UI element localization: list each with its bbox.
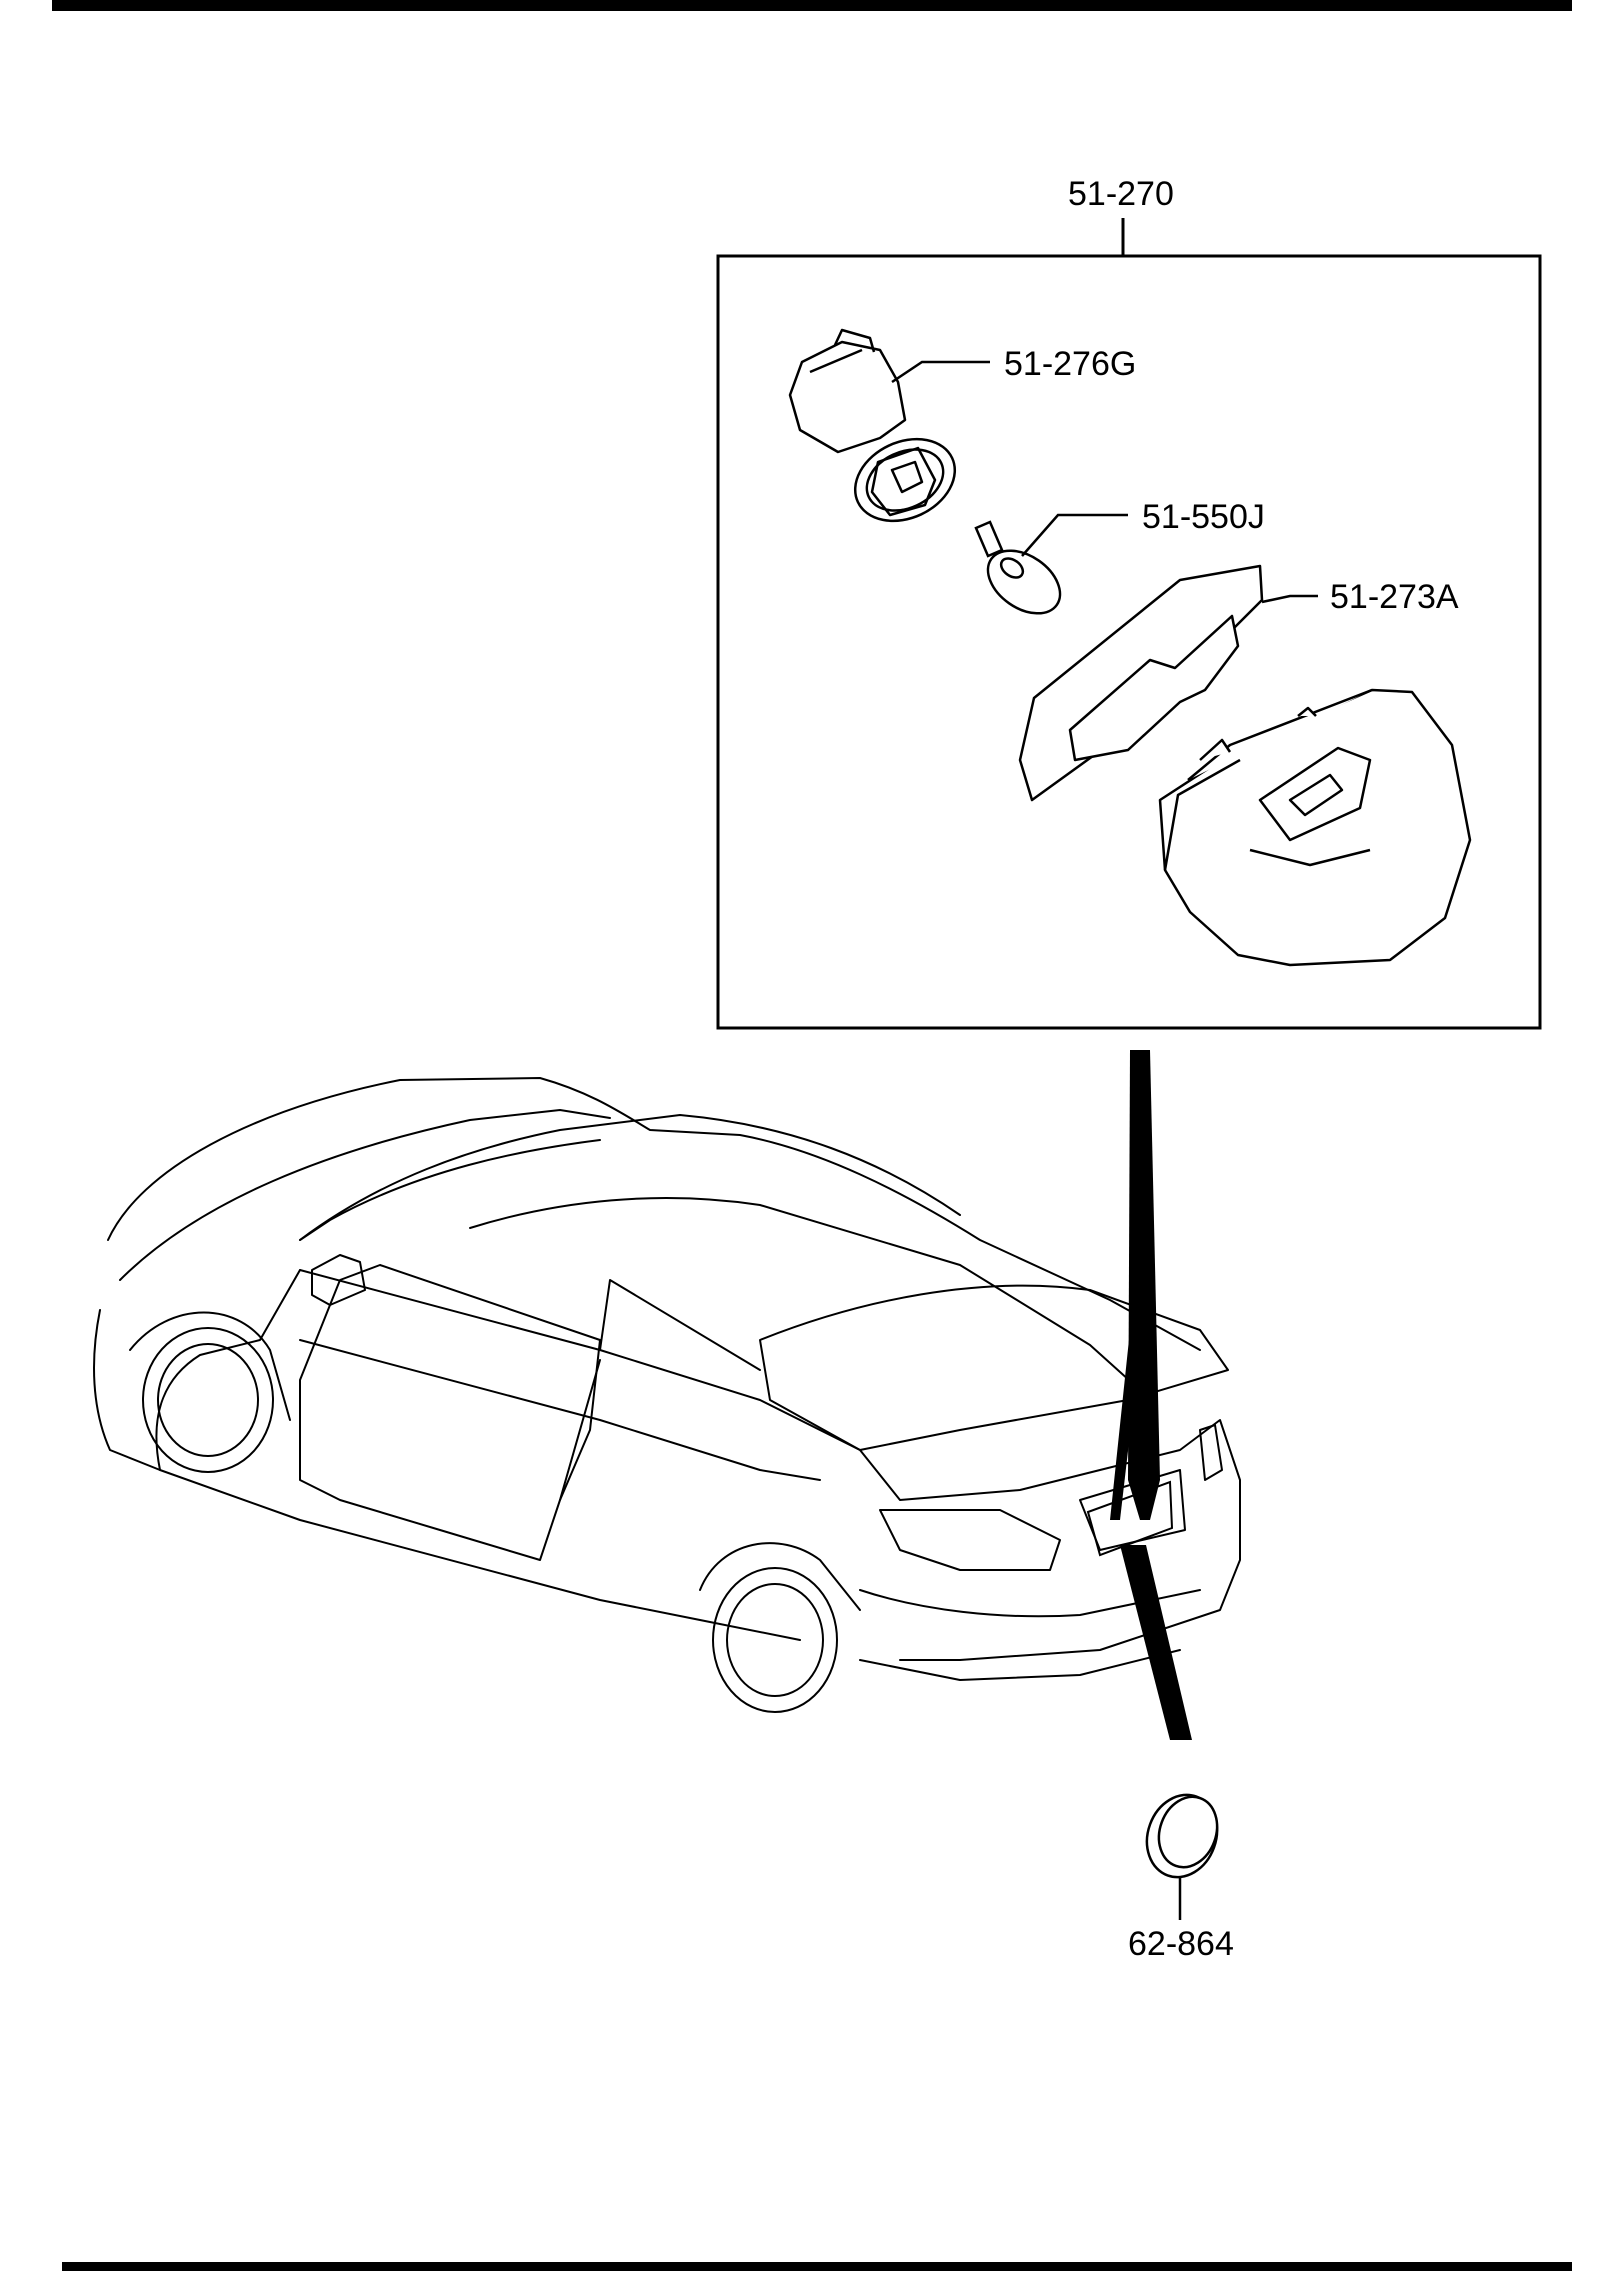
callout-assembly: 51-270	[1068, 175, 1174, 213]
leader-band-to-lamp	[1128, 1050, 1160, 1520]
bulb-socket	[788, 328, 957, 523]
callout-bulb: 51-550J	[1142, 498, 1265, 536]
leader-bulb	[1021, 513, 1128, 557]
leader-band-to-plug	[1120, 1545, 1192, 1740]
car-outline	[93, 1077, 1241, 1713]
lens-gasket	[1018, 564, 1264, 802]
license-lamp-housing	[1158, 688, 1472, 967]
detail-box	[716, 254, 1542, 1030]
wedge-bulb	[974, 520, 1062, 615]
blanking-plug	[1145, 1793, 1219, 1879]
callout-gasket: 51-273A	[1330, 578, 1459, 616]
top-rule	[52, 0, 1572, 11]
callout-plug: 62-864	[1128, 1925, 1234, 1963]
leader-socket	[891, 360, 990, 384]
leader-gasket	[1261, 594, 1318, 604]
bottom-rule	[62, 2262, 1572, 2271]
callout-socket: 51-276G	[1004, 345, 1136, 383]
leader-band-to-lamp-2	[1110, 1330, 1142, 1520]
license-plate-area	[1086, 1480, 1174, 1557]
